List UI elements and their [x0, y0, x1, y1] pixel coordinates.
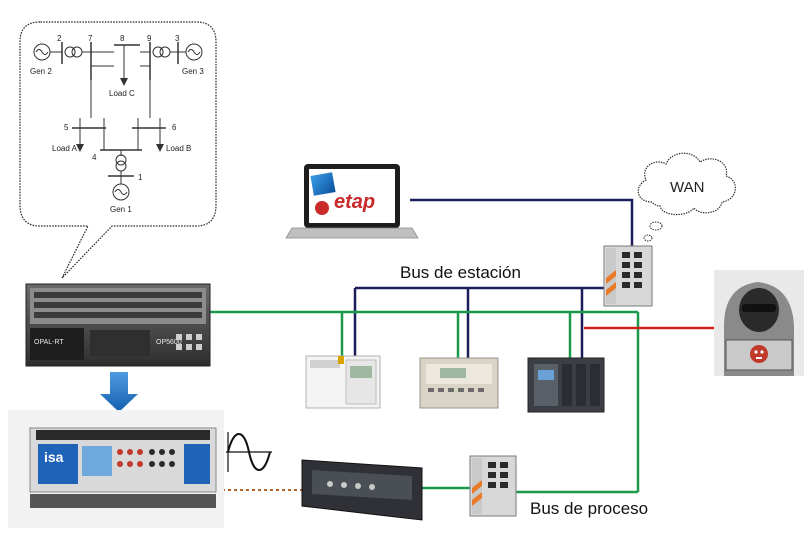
bus-7-label: 7: [88, 34, 93, 43]
bus-5-label: 5: [64, 123, 69, 132]
gen-2-label: Gen 2: [30, 67, 52, 76]
isa-test-set: isa: [8, 410, 224, 528]
opal-rt-model: OP5600: [156, 339, 182, 346]
wan-label: WAN: [670, 179, 704, 196]
ied-relay-3: [527, 357, 605, 413]
gen-1-label: Gen 1: [110, 205, 132, 214]
bus-6-label: 6: [172, 123, 177, 132]
bus-1-label: 1: [138, 173, 143, 182]
sine-wave-icon: [226, 432, 272, 472]
etap-laptop: etap: [285, 164, 419, 239]
isa-logo-text: isa: [44, 449, 64, 465]
load-b-label: Load B: [166, 144, 191, 153]
process-switch: [469, 455, 517, 517]
station-bus-wiring: [353, 198, 634, 362]
merging-unit: [301, 459, 423, 521]
down-arrow: [100, 372, 138, 412]
single-line-diagram-bubble: 2 7 8 9 3 5 6 4 1 Gen 2 Gen 3 Gen 1 Load…: [19, 21, 217, 279]
station-switch: [603, 245, 653, 307]
load-a-label: Load A: [52, 144, 78, 153]
bus-4-label: 4: [92, 153, 97, 162]
etap-logo-text: etap: [334, 191, 375, 213]
bus-9-label: 9: [147, 34, 152, 43]
ied-relay-1: [305, 355, 381, 409]
io-ports: [34, 292, 202, 318]
wan-cloud: WAN: [637, 152, 736, 242]
ied-relay-2: [419, 357, 499, 409]
hacker-icon: [714, 270, 804, 376]
process-bus-wiring: [210, 310, 640, 494]
bus-8-label: 8: [120, 34, 125, 43]
bus-2-label: 2: [57, 34, 62, 43]
gen-3-label: Gen 3: [182, 67, 204, 76]
bus-3-label: 3: [175, 34, 180, 43]
opal-rt-simulator: OPAL-RT OP5600: [25, 283, 211, 367]
opal-rt-brand: OPAL-RT: [34, 339, 64, 346]
station-bus-label: Bus de estación: [400, 263, 521, 282]
load-c-label: Load C: [109, 89, 135, 98]
process-bus-label: Bus de proceso: [530, 499, 648, 518]
